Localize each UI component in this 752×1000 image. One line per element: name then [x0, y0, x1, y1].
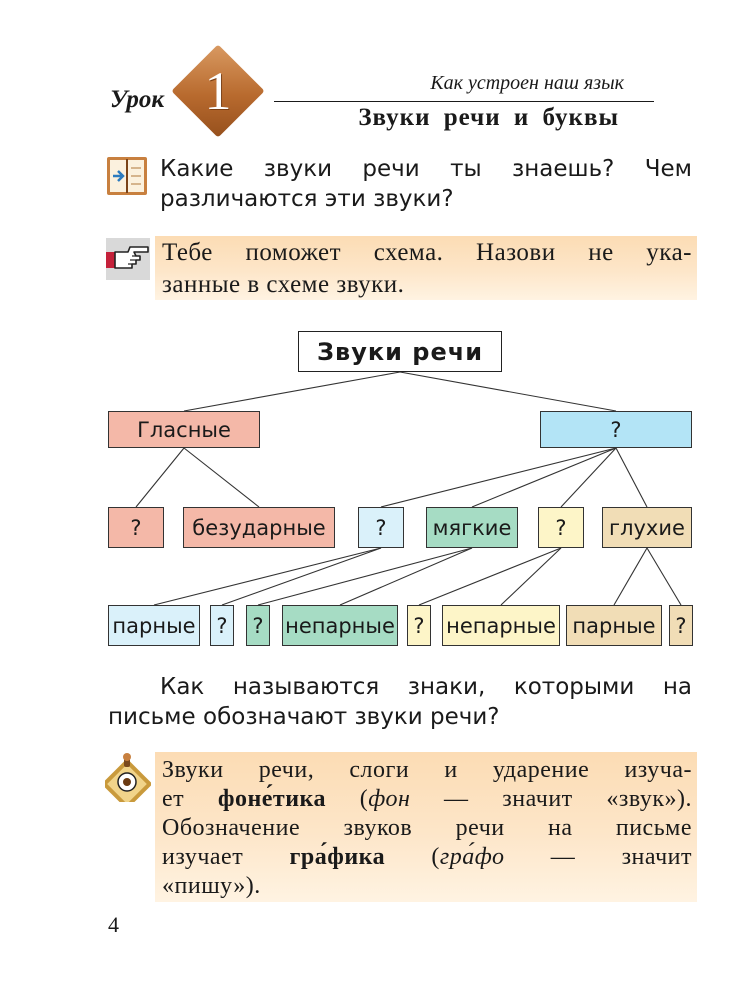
hint-background: [155, 236, 697, 300]
rule-background: [155, 752, 697, 902]
node-unpaired-soft: непарные: [282, 605, 398, 646]
node-voiceless: глухие: [602, 507, 692, 548]
node-paired-voiced-unknown: ?: [407, 605, 431, 646]
rule-line-4-end: — значит: [504, 844, 692, 870]
term-phonetics: фоне́тика: [217, 786, 327, 812]
rule-text: Звуки речи, слоги и ударение изуча- ет ф…: [162, 756, 692, 901]
lesson-number: 1: [204, 61, 232, 121]
lightbulb-icon: [105, 753, 151, 802]
node-paired-voiceless: парные: [566, 605, 662, 646]
node-unpaired-voiceless-unknown: ?: [669, 605, 693, 646]
node-stressed-unknown: ?: [108, 507, 164, 548]
node-unpaired-hard-unknown: ?: [210, 605, 234, 646]
lesson-label: Урок: [110, 86, 165, 113]
term-grafo: гра́фо: [439, 844, 505, 870]
node-consonants-unknown: ?: [540, 411, 692, 448]
node-paired-soft-unknown: ?: [246, 605, 270, 646]
node-paired-hard: парные: [108, 605, 200, 646]
rule-line-5: «пишу»).: [162, 873, 261, 899]
diagram-root-speech-sounds: Звуки речи: [298, 331, 502, 372]
term-fon: фон: [368, 786, 411, 812]
header-divider: [274, 101, 654, 102]
question-2: Как называются знаки, которыми на письме…: [108, 672, 692, 732]
node-soft: мягкие: [426, 507, 518, 548]
node-voiced-unknown: ?: [538, 507, 584, 548]
question-2-line-2: письме обозначают звуки речи?: [108, 704, 500, 730]
node-hard-unknown: ?: [358, 507, 404, 548]
node-unpaired-voiced: непарные: [442, 605, 560, 646]
book-icon: [107, 157, 147, 195]
node-vowels: Гласные: [108, 411, 260, 448]
rule-line-2-paren: (: [326, 786, 369, 812]
hint-line-2: занные в схеме звуки.: [162, 271, 405, 298]
lesson-title: Звуки речи и буквы: [358, 104, 619, 131]
rule-line-2: ет фоне́тика (фон — значит «звук»).: [162, 785, 692, 814]
hint-line-1: Тебе поможет схема. Назови не ука-: [162, 239, 692, 266]
question-1-line-2: различаются эти звуки?: [160, 186, 454, 212]
node-unstressed: безударные: [183, 507, 335, 548]
term-graphics: гра́фика: [289, 844, 386, 870]
question-2-line-1: Как называются знаки, которыми на: [160, 674, 692, 700]
pointing-hand-icon: [106, 238, 150, 280]
rule-line-1: Звуки речи, слоги и ударение изуча-: [162, 757, 692, 783]
rule-line-4: изучает гра́фика (гра́фо — значит: [162, 843, 692, 872]
lesson-subtitle: Как устроен наш язык: [430, 72, 624, 94]
question-1-line-1: Какие звуки речи ты знаешь? Чем: [160, 156, 692, 182]
rule-line-2-end: — значит «звук»).: [410, 786, 693, 812]
rule-line-4-paren: (: [385, 844, 440, 870]
rule-line-2-start: ет: [162, 786, 218, 812]
rule-line-4-start: изучает: [162, 844, 290, 870]
question-1: Какие звуки речи ты знаешь? Чем различаю…: [160, 154, 692, 214]
hint-text: Тебе поможет схема. Назови не ука- занны…: [162, 237, 692, 301]
rule-line-3: Обозначение звуков речи на письме: [162, 815, 692, 841]
page-number: 4: [108, 912, 119, 937]
